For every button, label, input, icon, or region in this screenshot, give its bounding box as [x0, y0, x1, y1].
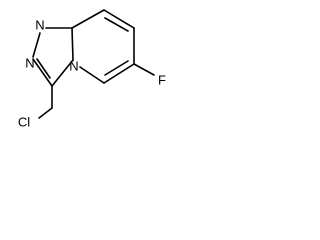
bond-ch2-cl	[38, 107, 53, 119]
atom-label-n1: N	[35, 18, 44, 33]
atom-label-n2: N	[25, 56, 34, 71]
bond-n4-c3	[51, 59, 74, 87]
bond-c8a-n4	[71, 27, 74, 61]
bond-c5-n4	[79, 66, 105, 84]
chemical-structure: N N N F Cl	[18, 9, 166, 130]
bond-c8-c7-inner	[104, 17, 129, 32]
bond-c3-n2	[32, 58, 53, 87]
bond-c8-c7	[103, 9, 135, 29]
bond-c8a-c8	[71, 9, 105, 29]
atom-label-chlorine: Cl	[18, 115, 30, 130]
bond-c3-n2-inner	[36, 58, 51, 79]
atom-label-n4: N	[69, 59, 78, 74]
bond-c6-f	[133, 63, 155, 76]
bond-c6-c5	[103, 63, 135, 84]
bond-n2-n1	[32, 32, 41, 58]
bond-c6-c5-inner	[104, 60, 129, 76]
atom-label-fluorine: F	[158, 73, 166, 88]
